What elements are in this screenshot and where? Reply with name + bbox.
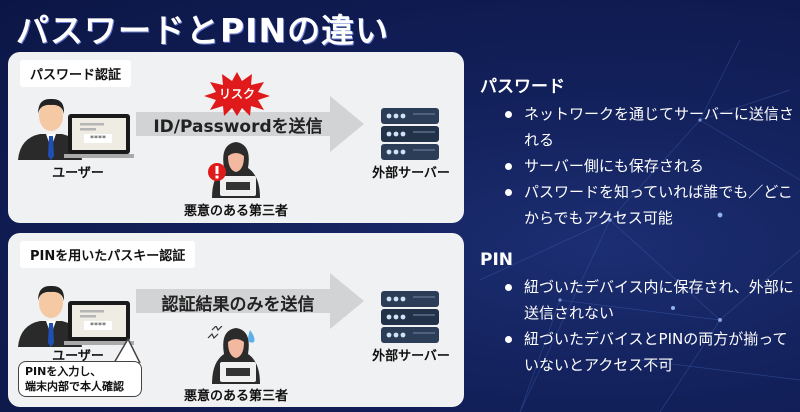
hacker-icon (207, 326, 260, 384)
risk-badge: リスク (218, 87, 255, 101)
risk-burst-icon (204, 72, 270, 116)
laptop-password-mask: **** (90, 134, 106, 143)
bullet-text: サーバー側にも保存される (524, 157, 704, 175)
bullet-list: ネットワークを通じてサーバーに送信される サーバー側にも保存される パスワードを… (480, 101, 795, 231)
server-icon (381, 291, 439, 343)
pin-section: PIN 紐づいたデバイス内に保存され、外部に送信されない 紐づいたデバイスとPI… (480, 250, 795, 378)
bullet-item: ネットワークを通じてサーバーに送信される (480, 101, 795, 153)
user-with-laptop-icon: **** (18, 98, 134, 160)
hacker-icon (208, 142, 260, 198)
user-caption: ユーザー (52, 349, 104, 364)
bullet-item: 紐づいたデバイス内に保存され、外部に送信されない (480, 274, 795, 326)
send-arrow (136, 96, 364, 152)
user-caption: ユーザー (52, 166, 104, 181)
password-section: パスワード ネットワークを通じてサーバーに送信される サーバー側にも保存される … (480, 72, 795, 231)
bullet-item: パスワードを知っていれば誰でも／どこからでもアクセス可能 (480, 179, 795, 231)
section-title: パスワード (480, 77, 565, 97)
bullet-item: サーバー側にも保存される (480, 153, 795, 179)
panel-label: パスワード認証 (20, 60, 132, 87)
bullet-item: 紐づいたデバイスとPINの両方が揃っていないとアクセス不可 (480, 326, 795, 378)
attacker-caption: 悪意のある第三者 (183, 204, 288, 219)
speech-bubble: PINを入力し、 端末内部で本人確認 (18, 361, 142, 397)
panel-label: PINを用いたパスキー認証 (20, 241, 196, 268)
arrow-label: 認証結果のみを送信 (161, 295, 315, 315)
attacker-caption: 悪意のある第三者 (183, 389, 288, 404)
user-with-laptop-icon: **** (18, 285, 134, 347)
bullet-dot-icon (505, 189, 512, 196)
laptop-password-mask: **** (90, 321, 106, 330)
bullet-text: パスワードを知っていれば誰でも／どこからでもアクセス可能 (524, 183, 793, 227)
speech-bubble-tail (113, 337, 141, 363)
bullet-text: 紐づいたデバイス内に保存され、外部に送信されない (524, 278, 794, 322)
sweat-drop-icon (248, 330, 255, 343)
pin-passkey-auth-panel: PINを用いたパスキー認証 **** ユーザー PINを入力し、 端末内部で本人… (8, 233, 464, 407)
server-caption: 外部サーバー (372, 349, 450, 364)
bullet-list: 紐づいたデバイス内に保存され、外部に送信されない 紐づいたデバイスとPINの両方… (480, 274, 795, 378)
arrow-label: ID/Passwordを送信 (153, 117, 323, 137)
bullet-text: ネットワークを通じてサーバーに送信される (524, 105, 794, 149)
bullet-text: 紐づいたデバイスとPINの両方が揃っていないとアクセス不可 (524, 330, 788, 374)
section-title: PIN (480, 250, 514, 270)
server-caption: 外部サーバー (372, 166, 450, 181)
speech-bubble-line: PINを入力し、 (25, 365, 102, 378)
page-title: パスワードとPINの違い (16, 11, 390, 50)
speech-bubble-line: 端末内部で本人確認 (25, 380, 124, 393)
bullet-dot-icon (505, 336, 512, 343)
server-icon (381, 108, 439, 160)
bullet-dot-icon (505, 284, 512, 291)
bullet-dot-icon (505, 111, 512, 118)
bullet-dot-icon (505, 163, 512, 170)
send-arrow (136, 273, 364, 329)
password-auth-panel: パスワード認証 **** ユーザー ID/Passwordを送信 リスク 悪意の… (8, 52, 464, 223)
